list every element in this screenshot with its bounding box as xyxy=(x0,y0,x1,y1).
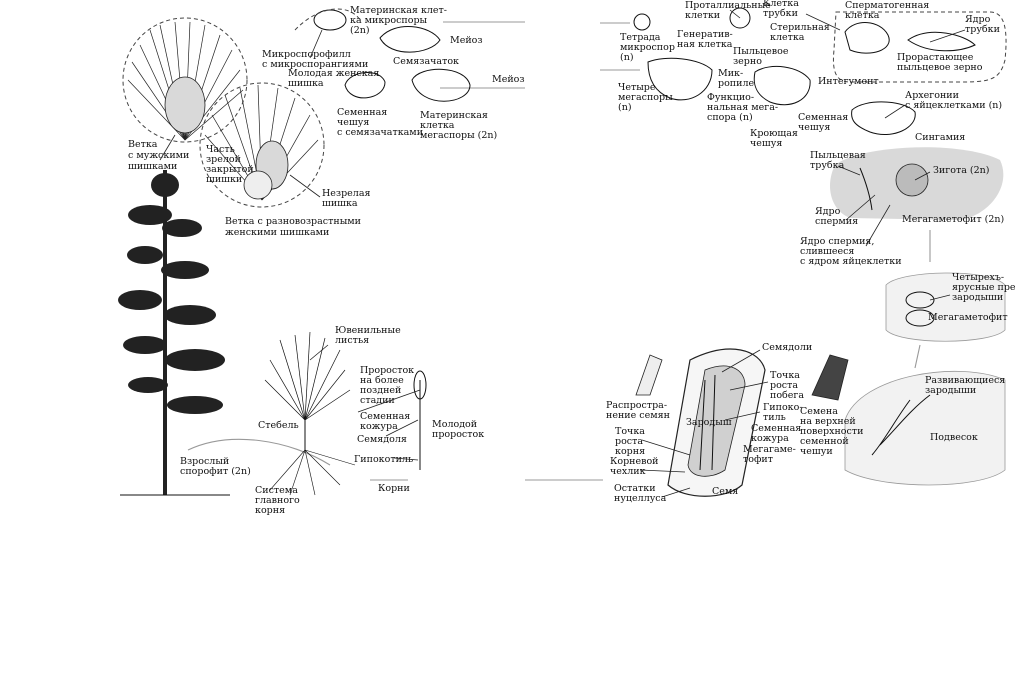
label-prothallial-cells: Проталлиальные клетки xyxy=(685,0,774,21)
label-four-tier-proembryo: Четырехъ- ярусные пред- зародыши xyxy=(952,272,1015,303)
label-seed-scale-right: Семенная чешуя xyxy=(798,112,851,133)
label-hypocotyl-seed: Гипоко- тиль xyxy=(763,402,806,423)
label-germinating-pollen: Прорастающее пыльцевое зерно xyxy=(897,52,983,73)
label-seed-scale: Семенная чешуя с семязачатками xyxy=(337,107,423,138)
label-seed-coat-left: Семенная кожура xyxy=(360,411,413,432)
label-young-seedling: Молодой проросток xyxy=(432,419,484,440)
pollen-development-illustration xyxy=(633,7,1007,83)
megaspore-development-illustration xyxy=(647,57,916,136)
label-tetrad: Тетрада микроспор (n) xyxy=(620,32,678,63)
label-tube-nucleus: Ядро трубки xyxy=(965,14,1000,35)
seed-section-illustration xyxy=(635,348,849,497)
label-megagametophyte-2n: Мегагаметофит (2n) xyxy=(902,214,1004,225)
label-immature-cone: Незрелая шишка xyxy=(322,188,374,209)
leader-lines xyxy=(159,9,966,498)
label-branch-male: Ветка с мужскими шишками xyxy=(128,139,192,172)
label-part-closed-cone: Часть зрелой закрытой шишки xyxy=(206,144,257,185)
cycle-arrows xyxy=(187,21,931,481)
label-integument: Интегумент xyxy=(818,76,879,87)
label-seed-dispersal: Распростра- нение семян xyxy=(606,400,670,421)
label-seed: Семя xyxy=(712,486,738,497)
label-juvenile-leaves: Ювенильные листья xyxy=(335,325,404,346)
label-pollen-tube: Пыльцевая трубка xyxy=(810,150,869,171)
label-megagametophyte: Мегагаметофит xyxy=(928,312,1008,323)
label-cotyledon-left: Семядоля xyxy=(357,434,407,445)
developing-embryo-illustration xyxy=(844,370,1006,486)
label-functional-megaspore: Функцио- нальная мега- спора (n) xyxy=(707,92,781,123)
label-tube-cell: Клетка трубки xyxy=(763,0,802,19)
label-branch-female: Ветка с разновозрастными женскими шишкам… xyxy=(225,216,364,238)
label-four-megaspores: Четыре мегаспоры (n) xyxy=(618,82,676,113)
left-labels: Ветка с мужскими шишками Микроспорофилл … xyxy=(128,5,525,516)
label-bract-scale: Кроющая чешуя xyxy=(750,128,801,149)
label-root-cap: Корневой чехлик xyxy=(610,456,662,477)
label-seed-coat-seed: Семенная кожура xyxy=(751,423,804,444)
male-cone-branch-illustration xyxy=(122,17,248,143)
fertilization-illustration xyxy=(830,147,1004,220)
label-sperm-nucleus: Ядро спермия xyxy=(815,206,858,227)
label-megaspore-mother-cell: Материнская клетка мегаспоры (2n) xyxy=(420,110,497,141)
label-megagametophyte-seed: Мегагаме- тофит xyxy=(743,444,799,465)
label-spermatogenous-cell: Сперматогенная клетка xyxy=(845,0,932,21)
label-sperm-fused: Ядро спермия, слившееся с ядром яйцеклет… xyxy=(800,236,902,267)
label-microsporophyll: Микроспорофилл с микроспорангиями xyxy=(262,49,368,70)
label-syngamy: Сингамия xyxy=(915,132,965,143)
label-hypocotyl-left: Гипокотиль xyxy=(354,454,413,465)
label-suspensor: Подвесок xyxy=(930,432,978,443)
ovule-illustration xyxy=(344,68,471,102)
label-sterile-cell: Стерильная клетка xyxy=(770,22,833,43)
label-adult-sporophyte: Взрослый спорофит (2n) xyxy=(180,456,251,477)
female-cone-branch-illustration xyxy=(199,82,325,208)
pine-tree-illustration xyxy=(118,170,230,496)
seedling-illustration xyxy=(264,331,427,496)
label-meiosis-mid: Мейоз xyxy=(492,74,525,85)
label-meiosis-top: Мейоз xyxy=(450,35,483,46)
microsporophyll-illustration xyxy=(294,8,441,53)
label-generative-cell: Генератив- ная клетка xyxy=(677,29,736,50)
label-stem: Стебель xyxy=(258,420,299,431)
label-cotyledons: Семядоли xyxy=(762,342,812,353)
label-shoot-apex: Точка роста побега xyxy=(770,370,804,401)
label-zygote: Зигота (2n) xyxy=(933,165,989,176)
label-seeds-on-scale: Семена на верхней поверхности семенной ч… xyxy=(800,406,866,457)
label-root-apex: Точка роста корня xyxy=(615,426,648,457)
label-taproot: Система главного корня xyxy=(255,485,303,516)
label-young-female-cone: Молодая женская шишка xyxy=(288,68,382,89)
right-labels: Проталлиальные клетки Клетка трубки Спер… xyxy=(606,0,1015,504)
label-late-seedling: Проросток на более поздней стадии xyxy=(360,365,417,406)
label-developing-embryos: Развивающиеся зародыши xyxy=(925,375,1008,396)
label-embryo: Зародыш xyxy=(686,417,732,428)
label-roots: Корни xyxy=(378,483,410,494)
label-nucellus-remains: Остатки нуцеллуса xyxy=(614,483,667,504)
label-micropyle: Мик- ропиле xyxy=(718,68,754,89)
label-pollen-grain: Пыльцевое зерно xyxy=(733,46,792,67)
proembryo-illustration xyxy=(885,272,1006,342)
label-ovule: Семязачаток xyxy=(393,56,459,67)
label-microspore-mother-cell: Материнская клет- ка микроспоры (2n) xyxy=(350,5,450,36)
label-archegonia: Архегонии с яйцеклетками (n) xyxy=(905,90,1002,111)
